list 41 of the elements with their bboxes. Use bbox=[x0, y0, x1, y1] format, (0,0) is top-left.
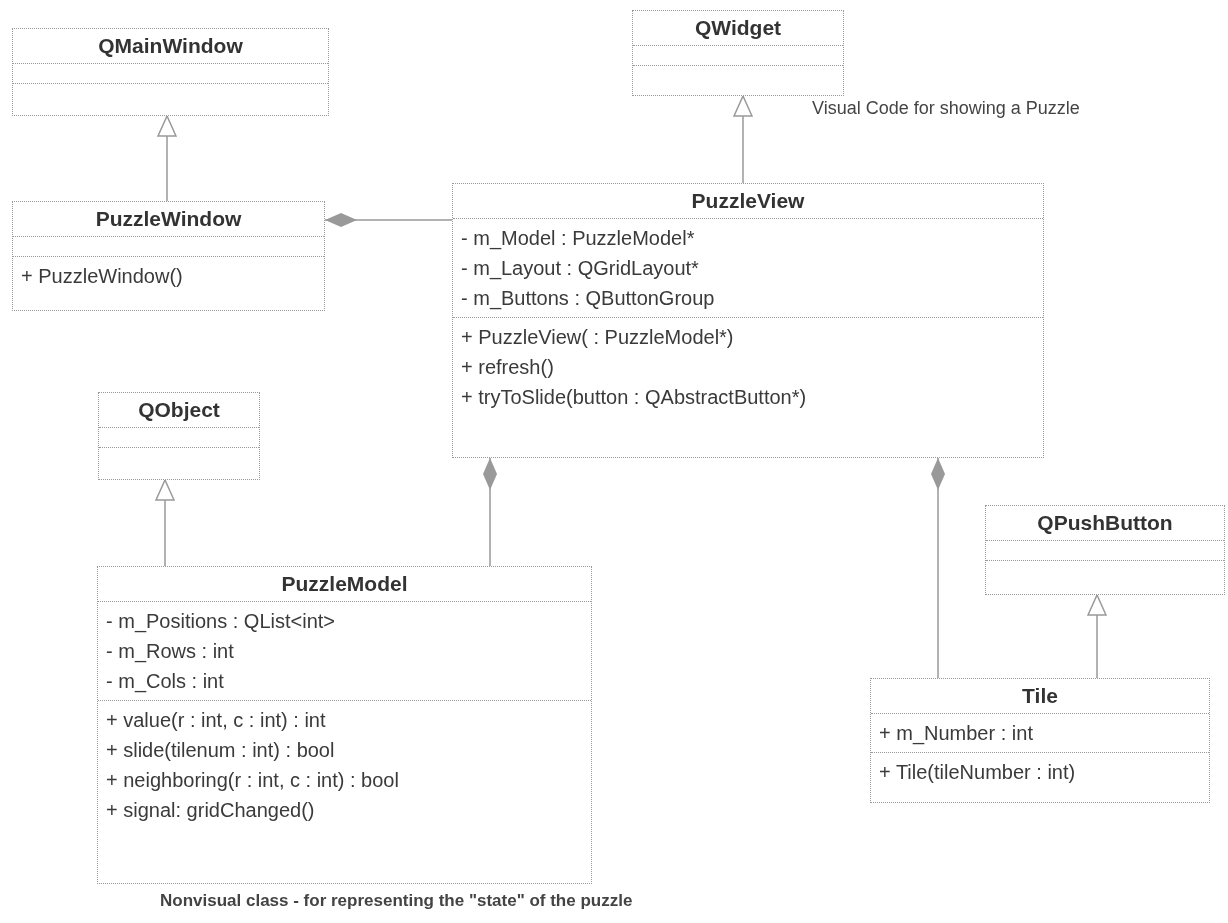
member-text: + Tile(tileNumber : int) bbox=[879, 760, 1076, 785]
member-text: - m_Cols : int bbox=[106, 669, 224, 695]
member-text: - m_Model : PuzzleModel* bbox=[461, 226, 695, 252]
member-text: + PuzzleWindow() bbox=[21, 264, 183, 289]
member-text: + neighboring(r : int, c : int) : bool bbox=[106, 768, 399, 793]
class-box bbox=[97, 566, 592, 884]
member-text: + signal: gridChanged() bbox=[106, 798, 315, 823]
composition-line bbox=[931, 457, 945, 679]
class-box bbox=[870, 678, 1210, 803]
member-text: - m_Layout : QGridLayout* bbox=[461, 256, 699, 282]
composition-line bbox=[324, 213, 453, 227]
inheritance-arrow bbox=[155, 479, 175, 567]
member-text: + tryToSlide(button : QAbstractButton*) bbox=[461, 385, 807, 410]
class-name: QPushButton bbox=[1036, 510, 1174, 536]
member-text: + refresh() bbox=[461, 355, 554, 380]
class-name: QMainWindow bbox=[97, 33, 244, 59]
inheritance-arrow bbox=[157, 115, 177, 202]
note-text: Visual Code for showing a Puzzle bbox=[812, 98, 1080, 119]
inheritance-arrow bbox=[733, 95, 753, 184]
class-box bbox=[985, 505, 1225, 595]
member-text: - m_Rows : int bbox=[106, 639, 234, 665]
class-name: Tile bbox=[1021, 683, 1059, 709]
member-text: - m_Positions : QList<int> bbox=[106, 609, 335, 635]
member-text: + value(r : int, c : int) : int bbox=[106, 708, 326, 733]
composition-line bbox=[483, 457, 497, 567]
class-name: QWidget bbox=[693, 15, 783, 41]
member-text: + slide(tilenum : int) : bool bbox=[106, 738, 335, 763]
class-box bbox=[12, 201, 325, 311]
class-box bbox=[452, 183, 1044, 458]
member-text: + m_Number : int bbox=[879, 721, 1033, 747]
class-box bbox=[12, 28, 329, 116]
inheritance-arrow bbox=[1087, 594, 1107, 679]
class-box bbox=[632, 10, 844, 96]
member-text: + PuzzleView( : PuzzleModel*) bbox=[461, 325, 734, 350]
class-name: PuzzleModel bbox=[280, 571, 409, 597]
class-name: QObject bbox=[137, 397, 221, 423]
class-name: PuzzleView bbox=[690, 188, 806, 214]
class-box bbox=[98, 392, 260, 480]
note-text: Nonvisual class - for representing the "state" of the puzzle bbox=[160, 891, 633, 911]
member-text: - m_Buttons : QButtonGroup bbox=[461, 286, 715, 312]
class-name: PuzzleWindow bbox=[94, 206, 243, 232]
